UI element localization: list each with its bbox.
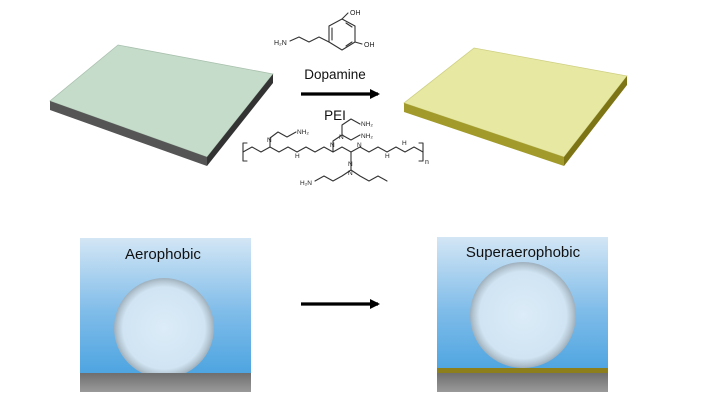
pei-atom-label: N <box>348 161 353 168</box>
substrate-left <box>80 373 251 392</box>
structure-bond <box>289 36 330 43</box>
coating-layer <box>437 368 608 373</box>
structure-bond <box>345 22 353 28</box>
pei-atom-label: N <box>357 142 362 149</box>
panel-aerophobic: Aerophobic <box>80 238 251 392</box>
pei-atom-label: N <box>339 134 344 141</box>
pei-repeat-subscript: n <box>425 159 429 166</box>
dopamine-oh-top: OH <box>350 10 361 17</box>
pei-nh2-2: NH₂ <box>361 121 373 128</box>
pei-h2n: H₂N <box>300 180 312 187</box>
dopamine-benzene-ring <box>328 18 356 51</box>
plate-uncoated-right-edge <box>207 74 273 166</box>
pei-atom-label: N <box>267 137 272 144</box>
substrate-right <box>437 373 608 392</box>
plate-uncoated-left-edge <box>50 101 207 166</box>
dopamine-amine: H₂N <box>274 40 287 47</box>
pei-atom-label: H <box>295 153 300 160</box>
dopamine-oh-bottom: OH <box>364 42 375 49</box>
structure-bond <box>314 151 352 182</box>
dopamine-structure: OH OH H₂N <box>274 10 375 51</box>
structure-bond <box>350 169 388 182</box>
pei-structure: n N H N N H N N H N NH₂ NH₂ NH₂ H₂N <box>242 118 429 187</box>
plate-coated <box>403 47 628 166</box>
plate-uncoated-top-face <box>49 44 274 158</box>
gas-bubble-right <box>470 262 576 368</box>
panel-left-label: Aerophobic <box>125 246 201 263</box>
structure-bond <box>332 118 361 153</box>
gas-bubble-left <box>114 278 214 378</box>
structure-bond <box>341 134 361 141</box>
plate-coated-right-edge <box>564 76 627 166</box>
pei-atom-label: H <box>402 140 407 147</box>
plate-coated-left-edge <box>404 103 564 166</box>
structure-bond <box>345 41 353 47</box>
pei-atom-label: N <box>330 142 335 149</box>
structure-bond <box>269 131 297 148</box>
pei-atom-label: N <box>348 170 353 177</box>
reagent-dopamine-label: Dopamine <box>304 67 366 82</box>
panel-right-label: Superaerophobic <box>466 244 581 261</box>
plate-uncoated <box>49 44 274 166</box>
reagent-pei-label: PEI <box>324 108 346 123</box>
structure-bond <box>354 41 363 45</box>
pei-atom-label: H <box>385 153 390 160</box>
panel-superaerophobic: Superaerophobic <box>437 237 608 392</box>
pei-nh2-3: NH₂ <box>361 133 373 140</box>
structure-bond <box>341 12 349 20</box>
pei-nh2-1: NH₂ <box>297 129 309 136</box>
